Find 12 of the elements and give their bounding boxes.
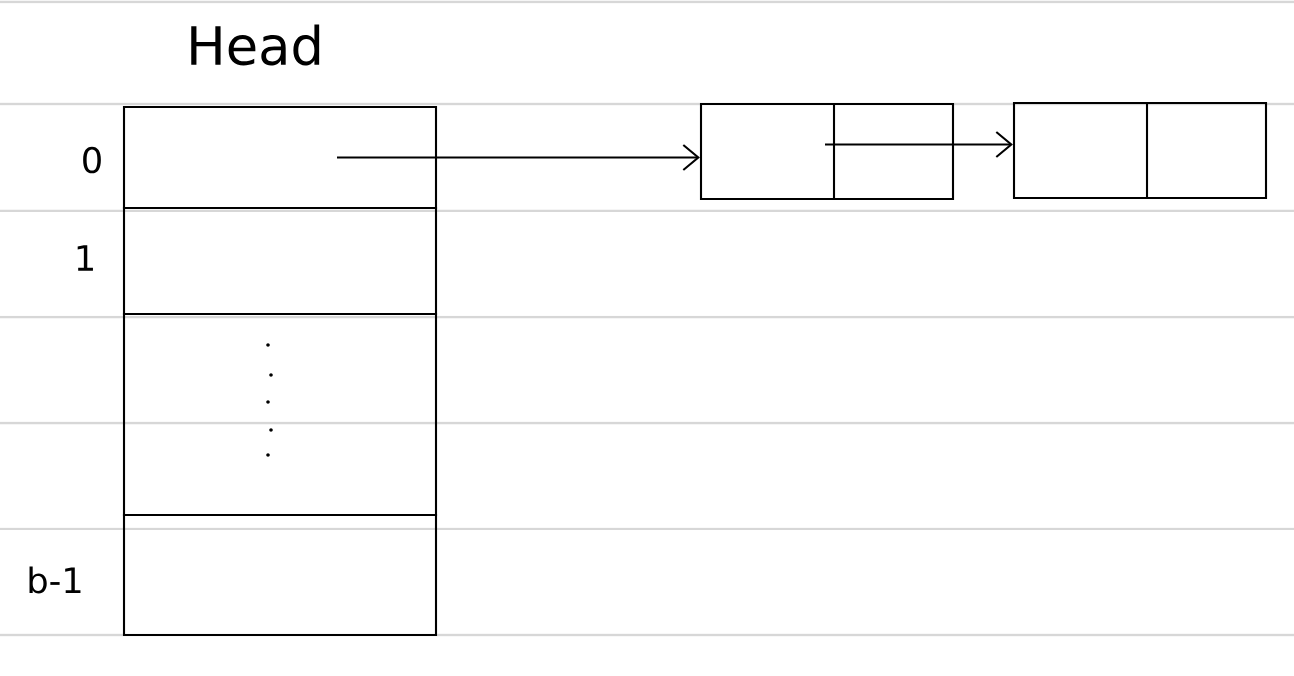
array-cell [122, 312, 438, 517]
heading: Head [191, 24, 320, 66]
array-cell [122, 105, 438, 210]
list-node-box [1012, 101, 1268, 200]
index-label: b-1 [29, 566, 81, 594]
array-cell [122, 513, 438, 637]
index-label: 1 [77, 245, 93, 271]
arrow [337, 144, 700, 171]
index-label: 0 [83, 146, 101, 174]
list-node-box [699, 102, 955, 201]
arrow [825, 131, 1013, 158]
array-cell [122, 206, 438, 316]
